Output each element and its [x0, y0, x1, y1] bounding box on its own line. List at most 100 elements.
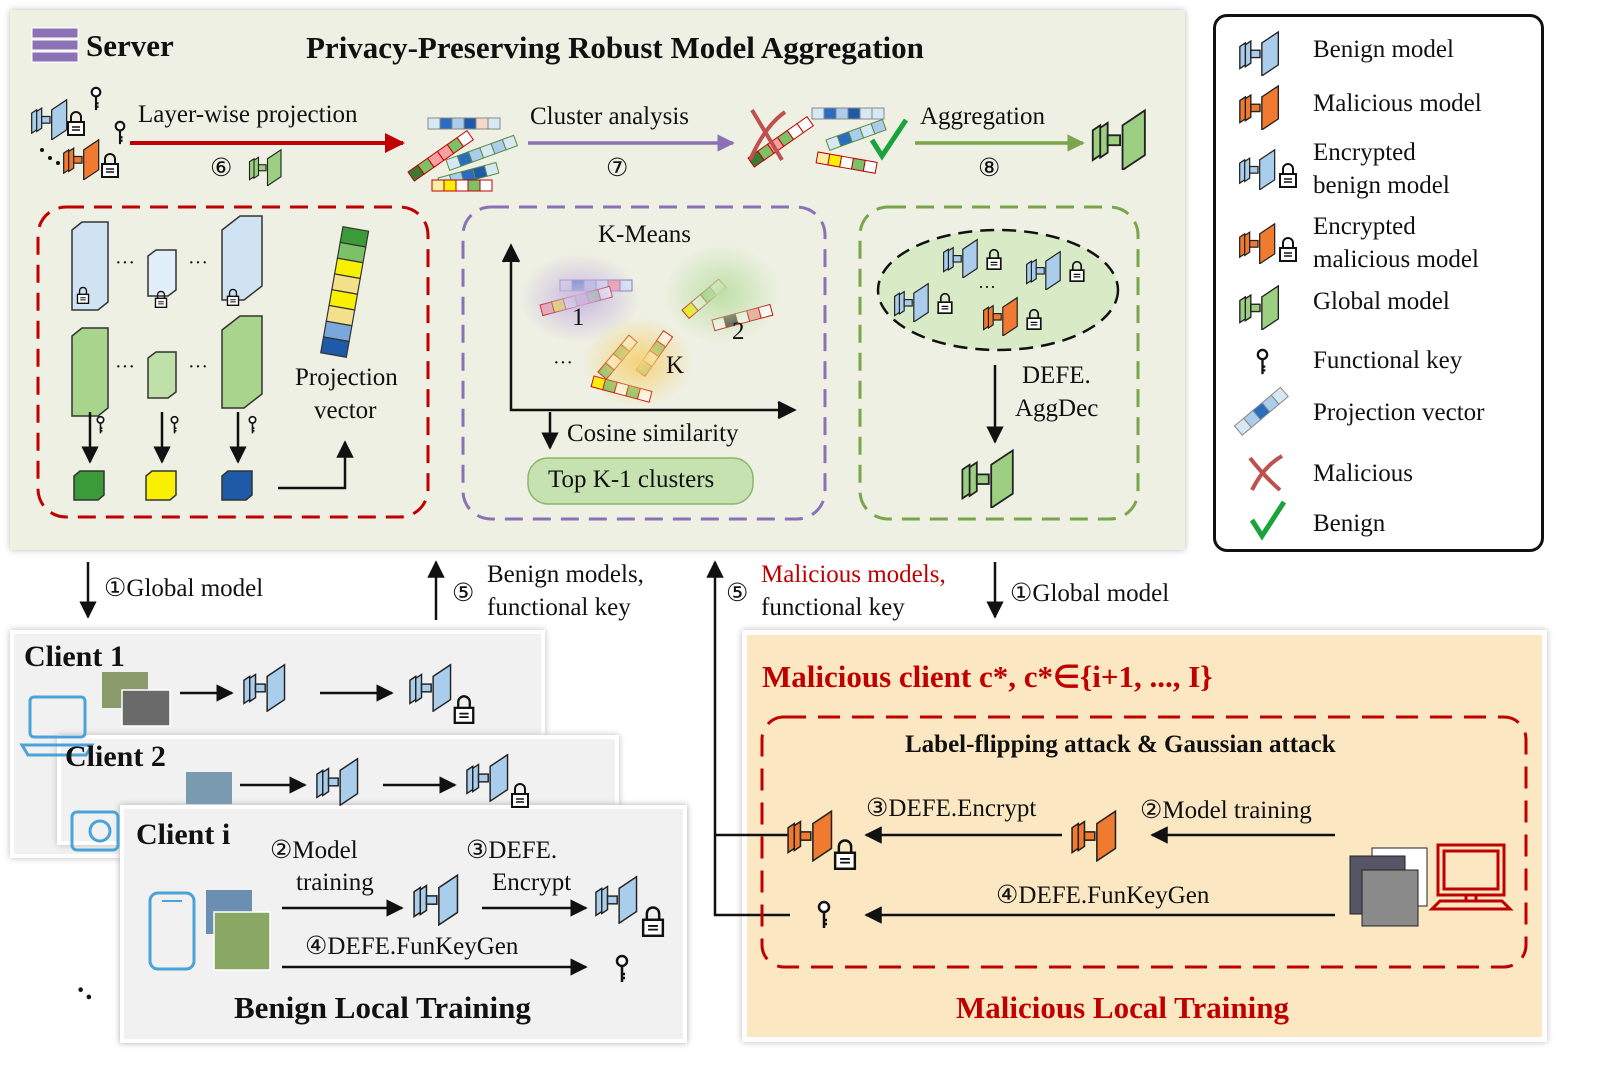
- cluster-k-blob: [583, 317, 693, 407]
- legend-malicious: Malicious: [1313, 460, 1413, 487]
- legend-encrypted-benign-1: Encrypted: [1313, 139, 1416, 166]
- projection-vector-strip: [407, 130, 474, 182]
- cluster-k-label: K: [666, 352, 685, 379]
- malicious-funkeygen-label: ④DEFE.FunKeyGen: [996, 882, 1210, 909]
- step-4-number: ④: [305, 933, 328, 960]
- projection-vector-strip: [825, 118, 887, 151]
- projection-vector-strip: [747, 116, 814, 168]
- step-1-number: ①: [104, 575, 127, 602]
- kmeans-box: [461, 205, 827, 521]
- global-model-down-label: Global model: [1032, 580, 1170, 607]
- client-1-title: Client 1: [24, 640, 125, 673]
- projection-vector-strip: [427, 117, 501, 130]
- functional-key-icon: [615, 954, 629, 984]
- top-clusters-pill: [527, 457, 754, 505]
- benign-check-icon: [1249, 500, 1287, 541]
- projection-vector-strip: [811, 107, 885, 120]
- client-1-graphics: [19, 664, 475, 757]
- client-2-title: Client 2: [65, 740, 166, 773]
- ellipsis: ···: [115, 252, 135, 274]
- step-8-number: ⑧: [978, 155, 1001, 182]
- projection-vector-icon: [1233, 386, 1289, 436]
- encrypt-label-1: DEFE.: [488, 837, 558, 864]
- legend-functional-key: Functional key: [1313, 347, 1463, 374]
- legend-benign-model: Benign model: [1313, 36, 1454, 63]
- cluster-1-label: 1: [572, 304, 585, 331]
- step-5-number: ⑤: [452, 580, 475, 607]
- step-8-label: Aggregation: [920, 103, 1045, 130]
- model-training-label-1: Model: [292, 837, 358, 864]
- malicious-upload-label-1: Malicious models,: [761, 561, 946, 588]
- ellipsis: ···: [115, 356, 135, 378]
- projection-vector-label-1: Projection: [295, 364, 398, 391]
- client-2-graphics: [70, 754, 530, 852]
- step-5-number: ⑤: [726, 580, 749, 607]
- benign-check-icon: [869, 118, 909, 161]
- legend-icons: [1233, 31, 1297, 541]
- ellipsis: ···: [188, 356, 208, 378]
- laptop-icon: [28, 695, 87, 739]
- aggdec-label-2: AggDec: [1015, 395, 1099, 422]
- functional-key-icon: [817, 900, 831, 930]
- malicious-training-label: ②Model training: [1140, 797, 1312, 824]
- server-icon: [31, 27, 79, 63]
- benign-upload-label-1: Benign models,: [487, 561, 644, 588]
- legend-global-model: Global model: [1313, 288, 1450, 315]
- step-2-number: ②: [270, 837, 293, 864]
- aggdec-label-1: DEFE.: [1022, 362, 1091, 389]
- step-6-number: ⑥: [210, 155, 233, 182]
- funkeygen-label: DEFE.FunKeyGen: [327, 933, 519, 960]
- projection-vector-strip: [445, 134, 519, 171]
- step-7-label: Cluster analysis: [530, 103, 690, 130]
- page-title: Privacy-Preserving Robust Model Aggregat…: [306, 30, 924, 65]
- projection-vector-column: [320, 225, 370, 358]
- ellipsis: ···: [978, 277, 996, 297]
- layer-keys: [96, 415, 257, 435]
- ellipsis: ···: [553, 352, 573, 374]
- malicious-graphics: [787, 810, 1514, 930]
- benign-upload-label-2: functional key: [487, 594, 631, 621]
- aggregated-global-model-icon: [1091, 109, 1146, 170]
- malicious-client-title: Malicious client c*, c*∈{i+1, ..., I}: [762, 659, 1213, 694]
- client-i-title: Client i: [136, 818, 231, 851]
- ellipsis: ···: [188, 252, 208, 274]
- legend-encrypted-malicious-1: Encrypted: [1313, 213, 1416, 240]
- attack-type-label: Label-flipping attack & Gaussian attack: [905, 731, 1336, 758]
- global-model-icon: [248, 149, 282, 186]
- cluster-2-label: 2: [732, 318, 745, 345]
- global-model-down-label: Global model: [126, 575, 264, 602]
- more-clients-ellipsis: ·.: [76, 975, 93, 1006]
- aggdec-box: [858, 205, 1140, 521]
- encrypted-models-cluster: [876, 228, 1120, 352]
- malicious-training-title: Malicious Local Training: [956, 990, 1289, 1025]
- legend-encrypted-malicious-2: malicious model: [1313, 246, 1479, 273]
- malicious-model-icon: [1239, 85, 1280, 130]
- flow-arrows: [79, 560, 1004, 917]
- step-6-label: Layer-wise projection: [138, 101, 358, 128]
- global-model-icon: [1239, 285, 1280, 330]
- legend-benign: Benign: [1313, 510, 1386, 537]
- step-1-number: ①: [1010, 580, 1033, 607]
- projection-vector-strip: [815, 151, 878, 174]
- encrypted-malicious-model-icon: [1239, 223, 1276, 264]
- layer-arrows: [81, 412, 354, 490]
- step-7-number: ⑦: [606, 155, 629, 182]
- cluster-1-blob: [520, 253, 640, 343]
- benign-model-icon: [1239, 31, 1280, 76]
- attack-box: [760, 715, 1528, 969]
- legend-malicious-model: Malicious model: [1313, 90, 1482, 117]
- encrypted-benign-model-icon: [1239, 149, 1276, 190]
- projection-vector-strip: [431, 179, 493, 192]
- malicious-cross-icon: [748, 108, 787, 162]
- encrypted-models-input: [31, 86, 126, 180]
- benign-training-title: Benign Local Training: [234, 990, 531, 1025]
- legend-encrypted-benign-2: benign model: [1313, 172, 1450, 199]
- camera-icon: [70, 810, 120, 852]
- decrypted-global-model-icon: [961, 449, 1014, 508]
- step-3-number: ③: [466, 837, 489, 864]
- encrypt-label-2: Encrypt: [492, 869, 572, 896]
- client-i-graphics: [148, 874, 665, 984]
- projection-vector-label-2: vector: [314, 397, 377, 424]
- malicious-upload-label-2: functional key: [761, 594, 905, 621]
